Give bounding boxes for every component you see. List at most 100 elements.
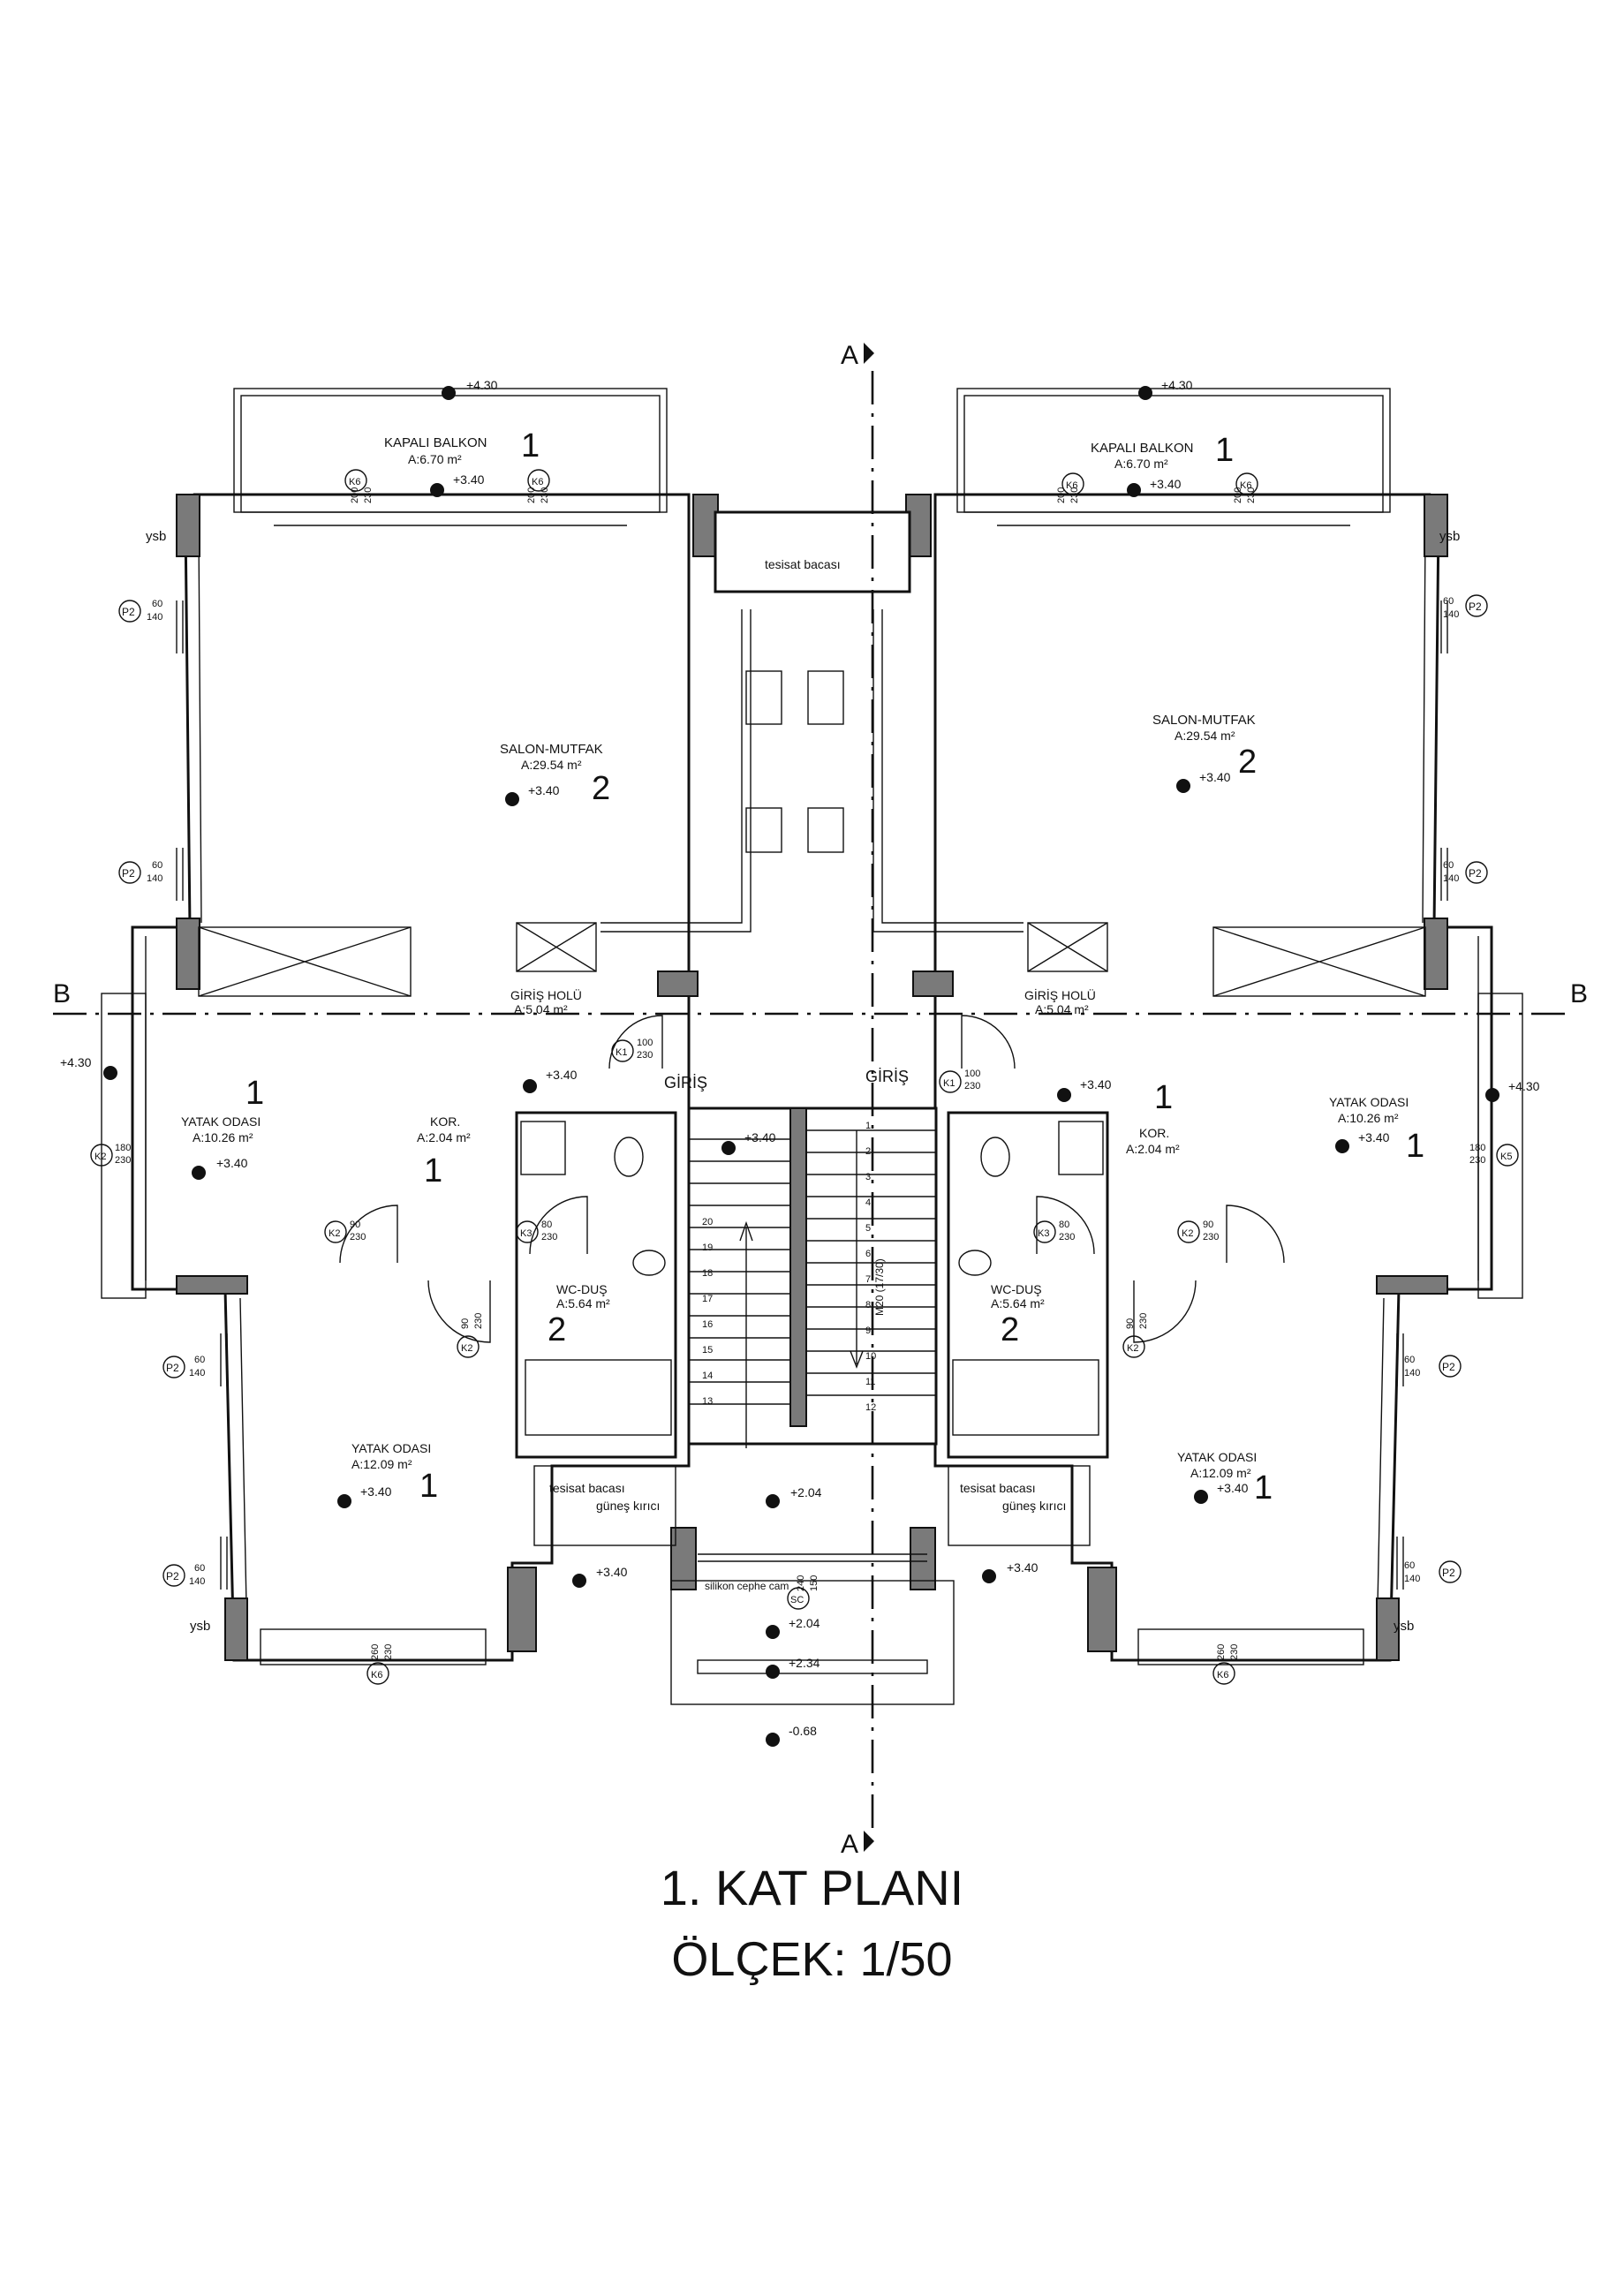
level-landing: +2.04 [790,1485,822,1499]
section-mark-b-right: B [1570,979,1588,1008]
dim-window-k5-height: 230 [1469,1155,1485,1166]
dim-window-k5-width: 180 [1469,1143,1485,1153]
dim-k6-4-height: 230 [1246,487,1257,503]
level-texts: +4.30 +4.30 +3.40 +3.40 +3.40 +3.40 +4.3… [60,378,1540,1738]
dim-door-k2-right-height: 230 [1203,1232,1219,1242]
tag-p2-6: P2 [166,1570,179,1582]
dim-k6-2-width: 200 [526,487,537,503]
tag-k2-lower-right: K2 [1127,1343,1138,1354]
level-entry-upper: +2.04 [789,1616,820,1630]
dim-window-5-height: 140 [189,1368,205,1378]
dimension-texts: 60 140 60 140 60 140 60 140 60 140 60 14… [115,487,1485,1660]
room-wc-right-area: A:5.64 m² [991,1296,1045,1310]
room-corridor-left-number: 1 [424,1152,442,1190]
room-hall-right-label: GİRİŞ HOLÜ [1024,987,1096,1002]
room-balcony-left-label: KAPALI BALKON [384,435,487,450]
stair-step-number: 19 [702,1242,713,1253]
stair-step-number: 1 [865,1121,871,1131]
section-mark-a-bottom: A [841,1830,858,1859]
wet-areas [515,1111,1109,1546]
stair-step-number: 17 [702,1294,713,1304]
dim-window-6-width: 60 [194,1563,205,1574]
note-ysb-top-right: ysb [1439,529,1460,544]
note-ysb-bottom-right: ysb [1394,1619,1414,1634]
dim-door-k3-left-width: 80 [541,1220,552,1230]
stair-step-number: 2 [865,1146,871,1157]
level-mark-symbols [103,386,1499,1747]
dim-k6-1-width: 200 [350,487,360,503]
tag-p2-7: P2 [1442,1361,1455,1373]
room-salon-right-number: 2 [1238,744,1257,781]
room-bed-small-right-number: 1 [1406,1128,1424,1165]
stair-step-number: 7 [865,1274,871,1285]
drawing-title: 1. KAT PLANI [660,1860,964,1915]
tag-k2-lower-left: K2 [461,1343,472,1354]
tag-p2-1: P2 [122,606,135,618]
room-salon-left-number: 2 [592,770,610,807]
level-bed-small-left: +3.40 [216,1156,248,1170]
shafts-and-cabinets [198,510,1426,997]
dim-window-1-width: 60 [152,599,162,609]
dim-window-4-width: 60 [1443,860,1454,871]
dim-window-k2-width: 180 [115,1143,131,1153]
dim-door-k1-right-width: 100 [964,1069,980,1079]
dim-door-k3-left-height: 230 [541,1232,557,1242]
dim-door-k2-lower-right-height: 230 [1138,1313,1149,1329]
tag-p2-5: P2 [166,1362,179,1374]
tag-k3-left: K3 [520,1228,532,1239]
dim-bottom-window-right-height: 230 [1229,1644,1240,1660]
room-hall-right-area: A:5.04 m² [1035,1002,1089,1016]
room-corridor-left-label: KOR. [430,1114,460,1129]
room-salon-left-area: A:29.54 m² [521,758,582,772]
dim-bottom-window-right-width: 260 [1216,1644,1227,1660]
drawing-scale: ÖLÇEK: 1/50 [671,1933,953,1986]
room-corridor-right-label: KOR. [1139,1126,1169,1140]
room-bed-large-right-area: A:12.09 m² [1190,1466,1251,1480]
stair-step-number: 18 [702,1268,713,1279]
tag-p2-8: P2 [1442,1567,1455,1579]
note-stair-spec: M20 (17/30) [873,1258,886,1316]
dim-sc-width: 240 [796,1575,806,1591]
room-salon-left-label: SALON-MUTFAK [500,742,603,757]
dim-door-k2-lower-right-width: 90 [1125,1318,1136,1329]
dim-window-8-height: 140 [1404,1574,1420,1584]
notes: tesisat bacası tesisat bacası tesisat ba… [146,529,1460,1634]
stair-step-number: 16 [702,1319,713,1330]
dim-window-5-width: 60 [194,1355,205,1365]
dim-window-7-height: 140 [1404,1368,1420,1378]
dim-door-k1-left-width: 100 [637,1038,653,1048]
note-silicone-glass: silikon cephe cam [705,1580,789,1592]
dim-door-k3-right-height: 230 [1059,1232,1075,1242]
room-hall-left-label: GİRİŞ HOLÜ [510,987,582,1002]
level-salon-left: +3.40 [528,783,560,797]
level-balcony-left: +3.40 [453,472,485,487]
stair-step-number: 10 [865,1351,876,1362]
dim-door-k2-lower-left-height: 230 [473,1313,484,1329]
room-bed-large-right-label: YATAK ODASI [1177,1450,1257,1464]
tag-k6-bottom-left: K6 [371,1670,382,1680]
level-bed-small-right: +3.40 [1358,1130,1390,1144]
note-entry-right: GİRİŞ [865,1068,909,1085]
section-mark-b-left: B [53,979,71,1008]
dim-k6-3-width: 200 [1056,487,1067,503]
room-balcony-left-area: A:6.70 m² [408,452,462,466]
level-bed-large-right: +3.40 [1217,1481,1249,1495]
room-bed-large-left-area: A:12.09 m² [351,1457,412,1471]
room-wc-left-label: WC-DUŞ [556,1282,608,1296]
level-salon-right: +3.40 [1199,770,1231,784]
dim-sc-height: 150 [809,1575,820,1591]
tag-texts: P2 P2 P2 P2 P2 P2 P2 P2 K6 K6 K6 K6 K1 K… [94,477,1512,1680]
room-balcony-right-number: 1 [1215,432,1234,469]
note-shaft-left: tesisat bacası [549,1481,625,1495]
columns [176,494,1448,1661]
tag-k6-4: K6 [1240,480,1251,491]
dim-window-8-width: 60 [1404,1560,1415,1571]
level-stair: +3.40 [744,1130,776,1144]
tag-p2-3: P2 [1469,600,1482,613]
room-wc-right-label: WC-DUŞ [991,1282,1042,1296]
tag-k3-right: K3 [1038,1228,1049,1239]
tag-k2-edge-left: K2 [94,1152,106,1162]
dim-window-6-height: 140 [189,1576,205,1587]
level-top-right: +4.30 [1161,378,1193,392]
